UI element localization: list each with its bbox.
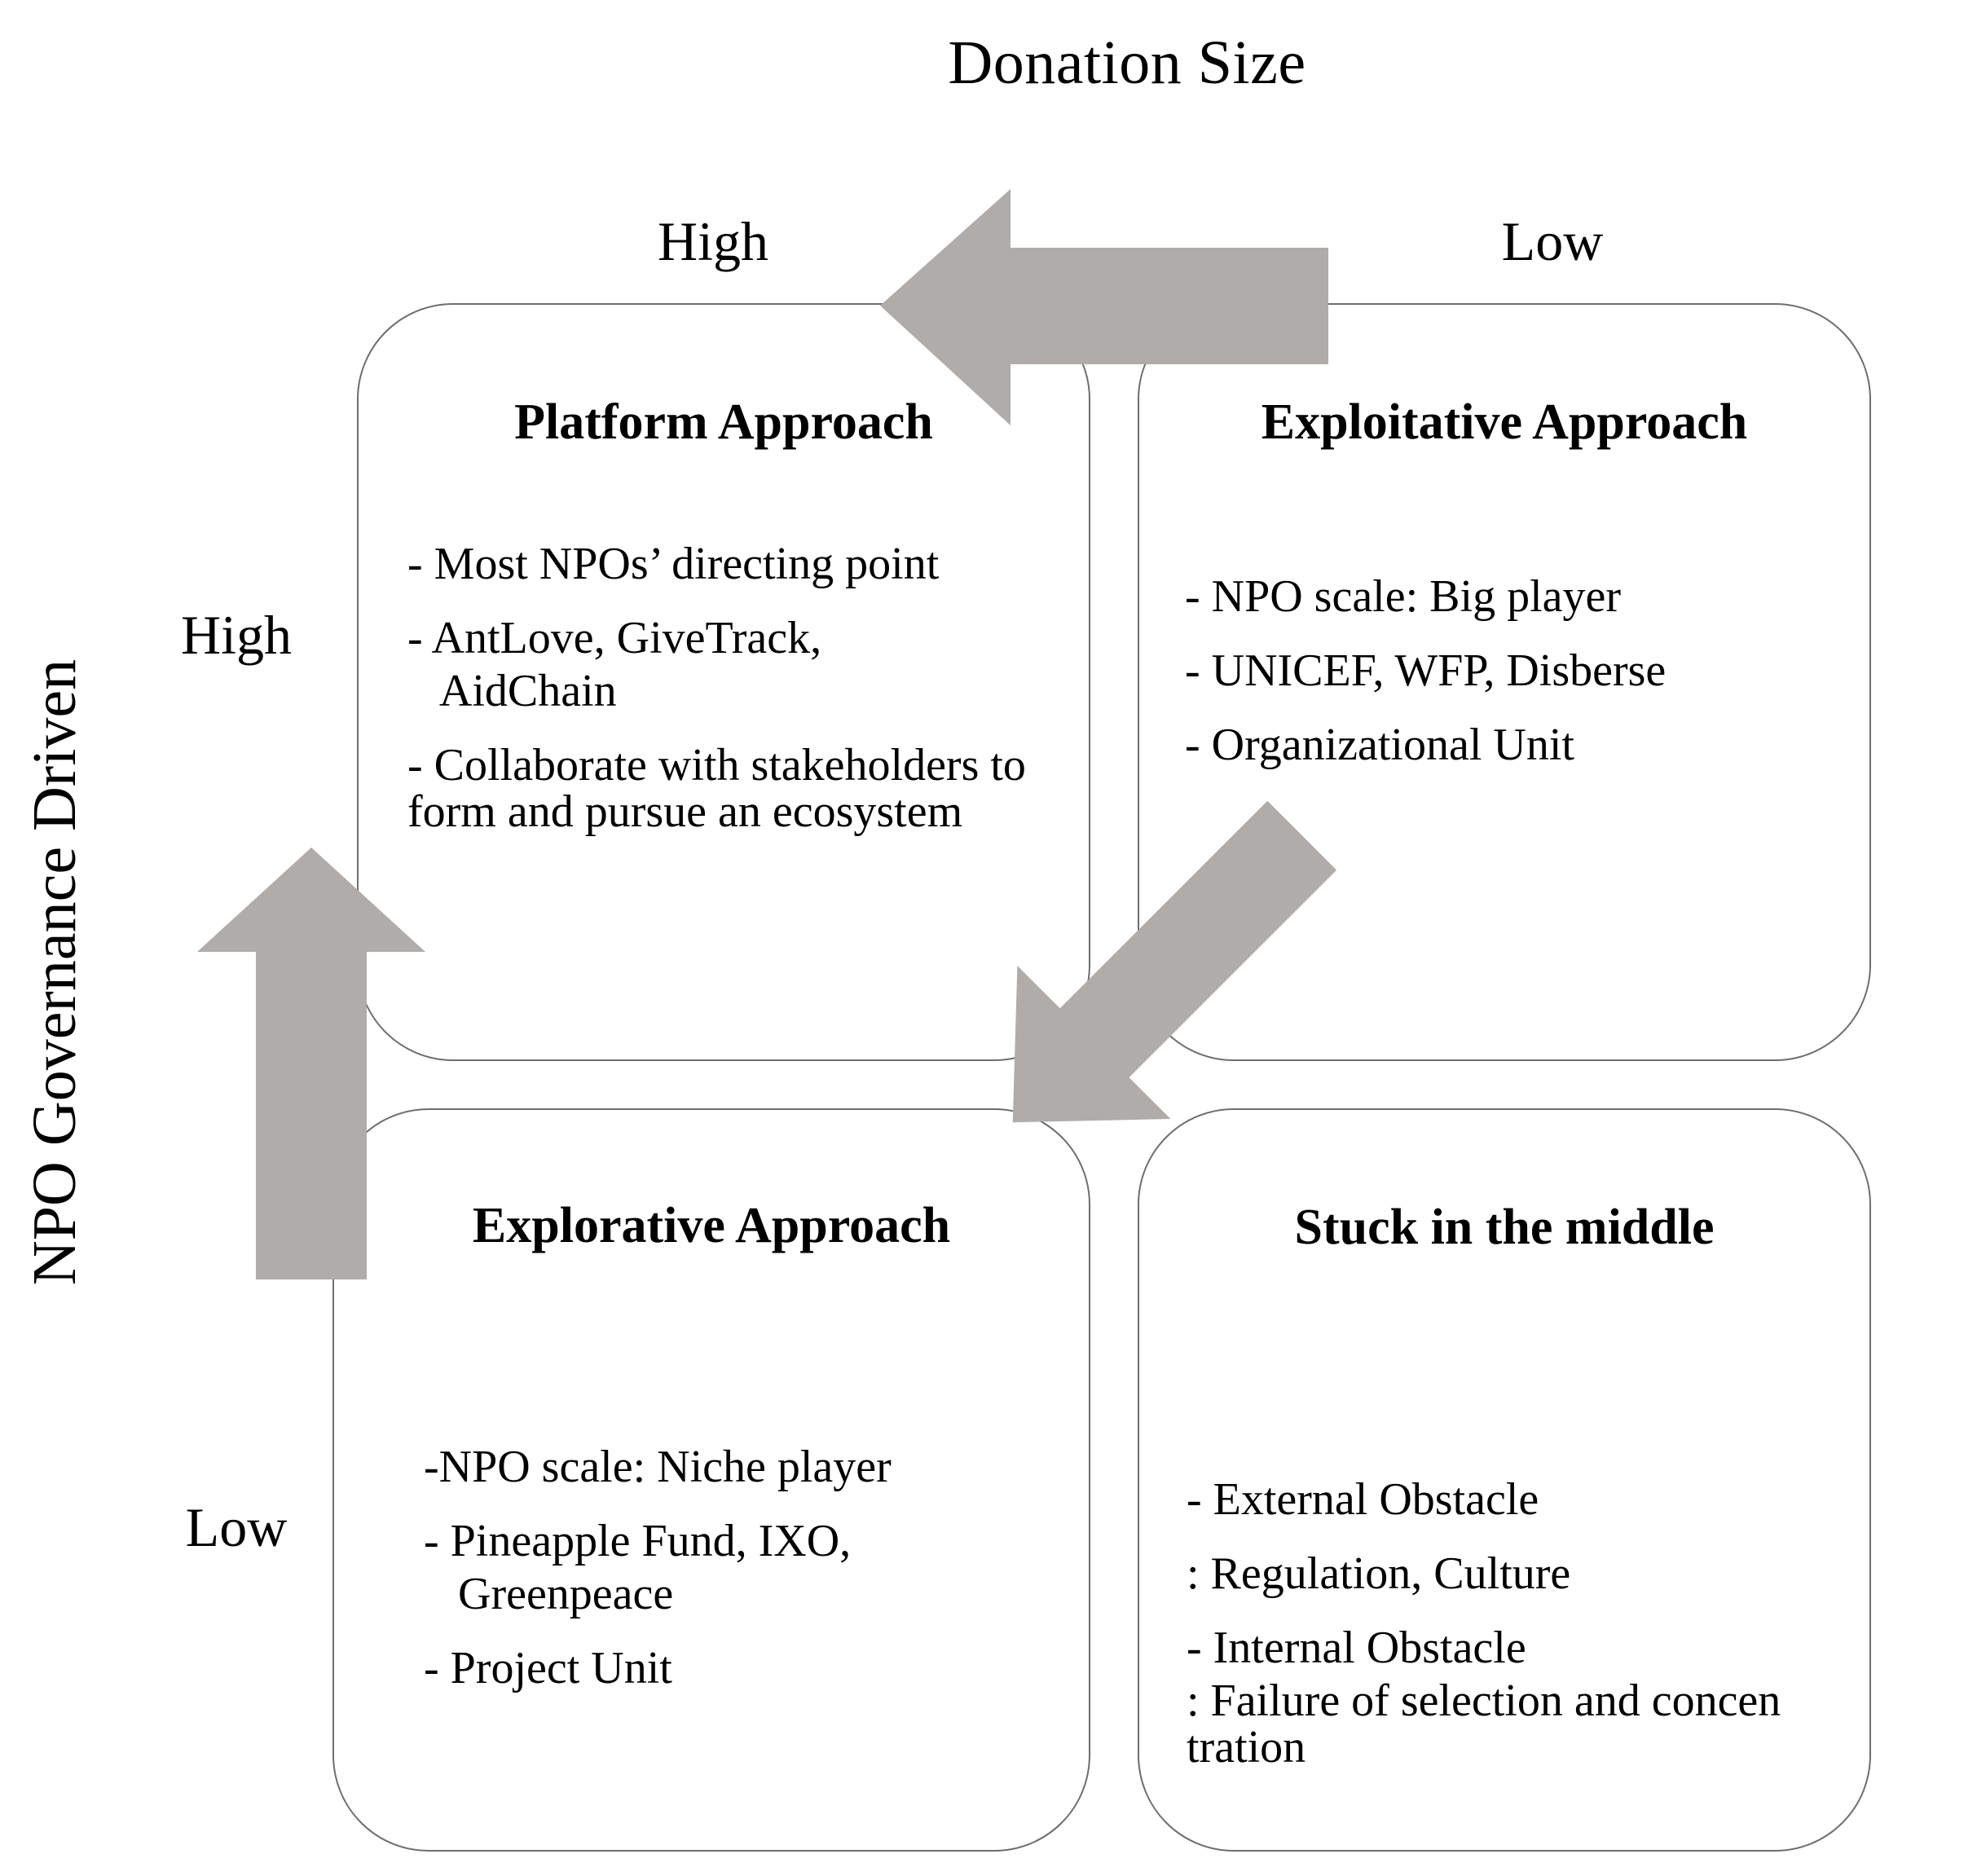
quadrant-explorative-approach: Explorative Approach -NPO scale: Niche p… [332,1108,1090,1852]
bullet-line: -NPO scale: Niche player [424,1442,892,1492]
quadrant-exploitative-approach: Exploitative Approach - NPO scale: Big p… [1138,303,1871,1061]
quadrant-body-exploitative-approach: - NPO scale: Big player - UNICEF, WFP, D… [1185,571,1853,796]
horizontal-left-arrow-icon [880,189,1328,425]
bullet-line: - UNICEF, WFP, Disberse [1185,645,1667,697]
y-axis-title: NPO Governance Driven [20,658,89,1286]
quadrant-title-stuck-in-the-middle: Stuck in the middle [1294,1200,1715,1255]
quadrant-title-exploitative-approach: Exploitative Approach [1261,394,1748,450]
diagonal-upleft-arrow-icon [1012,800,1337,1123]
bullet-line: - External Obstacle [1187,1474,1539,1525]
bullet-line: - Project Unit [424,1643,672,1694]
bullet-line: - Organizational Unit [1185,720,1574,771]
bullet-line: : Failure of selection and concen tratio… [1187,1676,1781,1773]
x-axis-title-text: Donation Size [948,29,1306,97]
quadrant-platform-approach: Platform Approach - Most NPOs’ directing… [357,303,1090,1061]
x-axis-title: Donation Size [0,29,1977,97]
y-axis-label-high: High [181,604,292,666]
bullet-line: - Pineapple Fund, IXO, [424,1516,852,1567]
bullet-line: - Collaborate with stakeholders to form … [407,740,1026,838]
quadrant-title-explorative-approach: Explorative Approach [472,1198,951,1253]
quadrant-body-explorative-approach: -NPO scale: Niche player - Pineapple Fun… [424,1442,1068,1720]
bullet-line: AidChain [407,666,617,717]
bullet-line: - NPO scale: Big player [1185,571,1621,622]
bullet-line: - AntLove, GiveTrack, [407,613,822,664]
x-axis-label-high: High [658,210,768,272]
bullet-line: Greenpeace [424,1569,674,1620]
bullet-line: - Internal Obstacle [1187,1623,1526,1674]
quadrant-body-platform-approach: - Most NPOs’ directing point - AntLove, … [407,539,1076,838]
vertical-up-arrow-icon [197,848,425,1279]
bullet-line: - Most NPOs’ directing point [407,539,940,589]
bullet-line: : Regulation, Culture [1187,1548,1571,1600]
y-axis-label-low: Low [185,1496,288,1558]
quadrant-title-platform-approach: Platform Approach [514,394,933,450]
quadrant-stuck-in-the-middle: Stuck in the middle - External Obstacle … [1138,1108,1871,1852]
quadrant-body-stuck-in-the-middle: - External Obstacle : Regulation, Cultur… [1187,1474,1847,1773]
x-axis-label-low: Low [1501,210,1604,272]
